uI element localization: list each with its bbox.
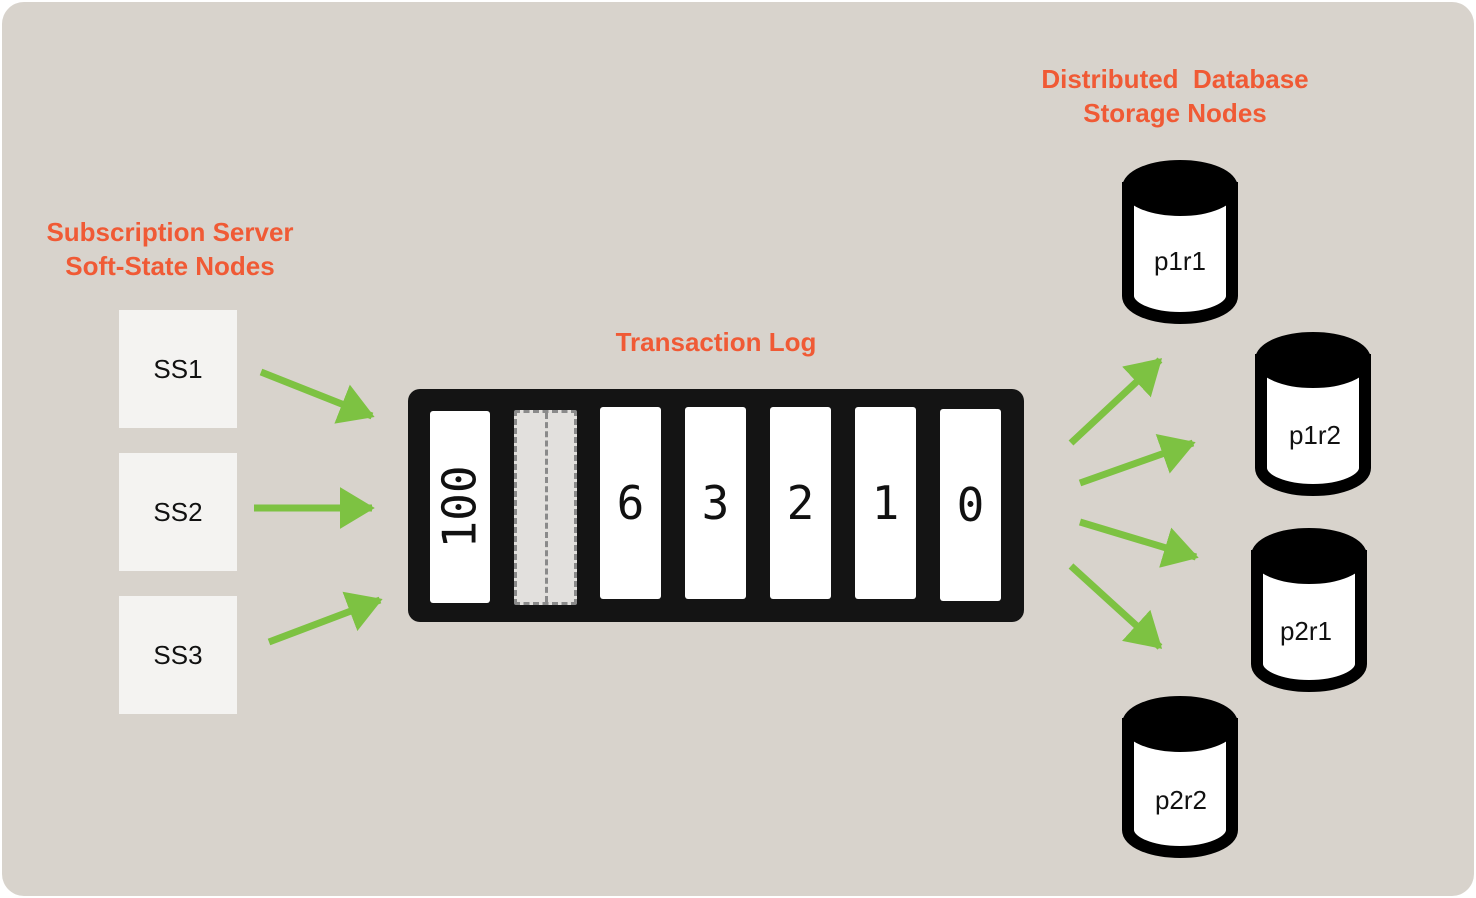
arrow-log-to-p1r2 bbox=[1078, 433, 1196, 487]
arrow-log-to-p1r1 bbox=[1068, 357, 1163, 446]
log-entry-empty-divider bbox=[545, 413, 548, 602]
log-entry-empty bbox=[514, 410, 577, 605]
db-label-p2r2: p2r2 bbox=[1154, 785, 1208, 815]
log-entry-100: 100 bbox=[430, 411, 490, 603]
ss-node-2[interactable]: SS2 bbox=[119, 453, 237, 571]
database-cylinder-p1r1[interactable] bbox=[1122, 160, 1238, 324]
arrow-ss3-to-log bbox=[267, 591, 383, 646]
db-label-p1r1: p1r1 bbox=[1153, 246, 1207, 276]
storage-nodes-label: Distributed Database Storage Nodes bbox=[1041, 64, 1309, 128]
transaction-log-label: Transaction Log bbox=[615, 327, 817, 357]
arrow-log-to-p2r1 bbox=[1078, 518, 1199, 568]
arrow-ss1-to-log bbox=[259, 368, 375, 424]
subscription-server-label: Subscription Server Soft-State Nodes bbox=[46, 217, 294, 281]
log-entry-2: 2 bbox=[770, 407, 831, 599]
database-cylinder-p2r2[interactable] bbox=[1122, 696, 1238, 858]
database-cylinder-p1r2[interactable] bbox=[1255, 332, 1371, 496]
log-entry-3: 3 bbox=[685, 407, 746, 599]
ss-node-3[interactable]: SS3 bbox=[119, 596, 237, 714]
database-cylinder-p2r1[interactable] bbox=[1251, 528, 1367, 692]
log-entry-6: 6 bbox=[600, 407, 661, 599]
db-label-p1r2: p1r2 bbox=[1288, 420, 1342, 450]
log-entry-0: 0 bbox=[940, 409, 1001, 601]
log-entry-1: 1 bbox=[855, 407, 916, 599]
ss-node-1[interactable]: SS1 bbox=[119, 310, 237, 428]
transaction-log: 100 6 3 2 1 0 bbox=[408, 389, 1024, 622]
arrow-log-to-p2r2 bbox=[1068, 563, 1163, 650]
db-label-p2r1: p2r1 bbox=[1279, 616, 1333, 646]
